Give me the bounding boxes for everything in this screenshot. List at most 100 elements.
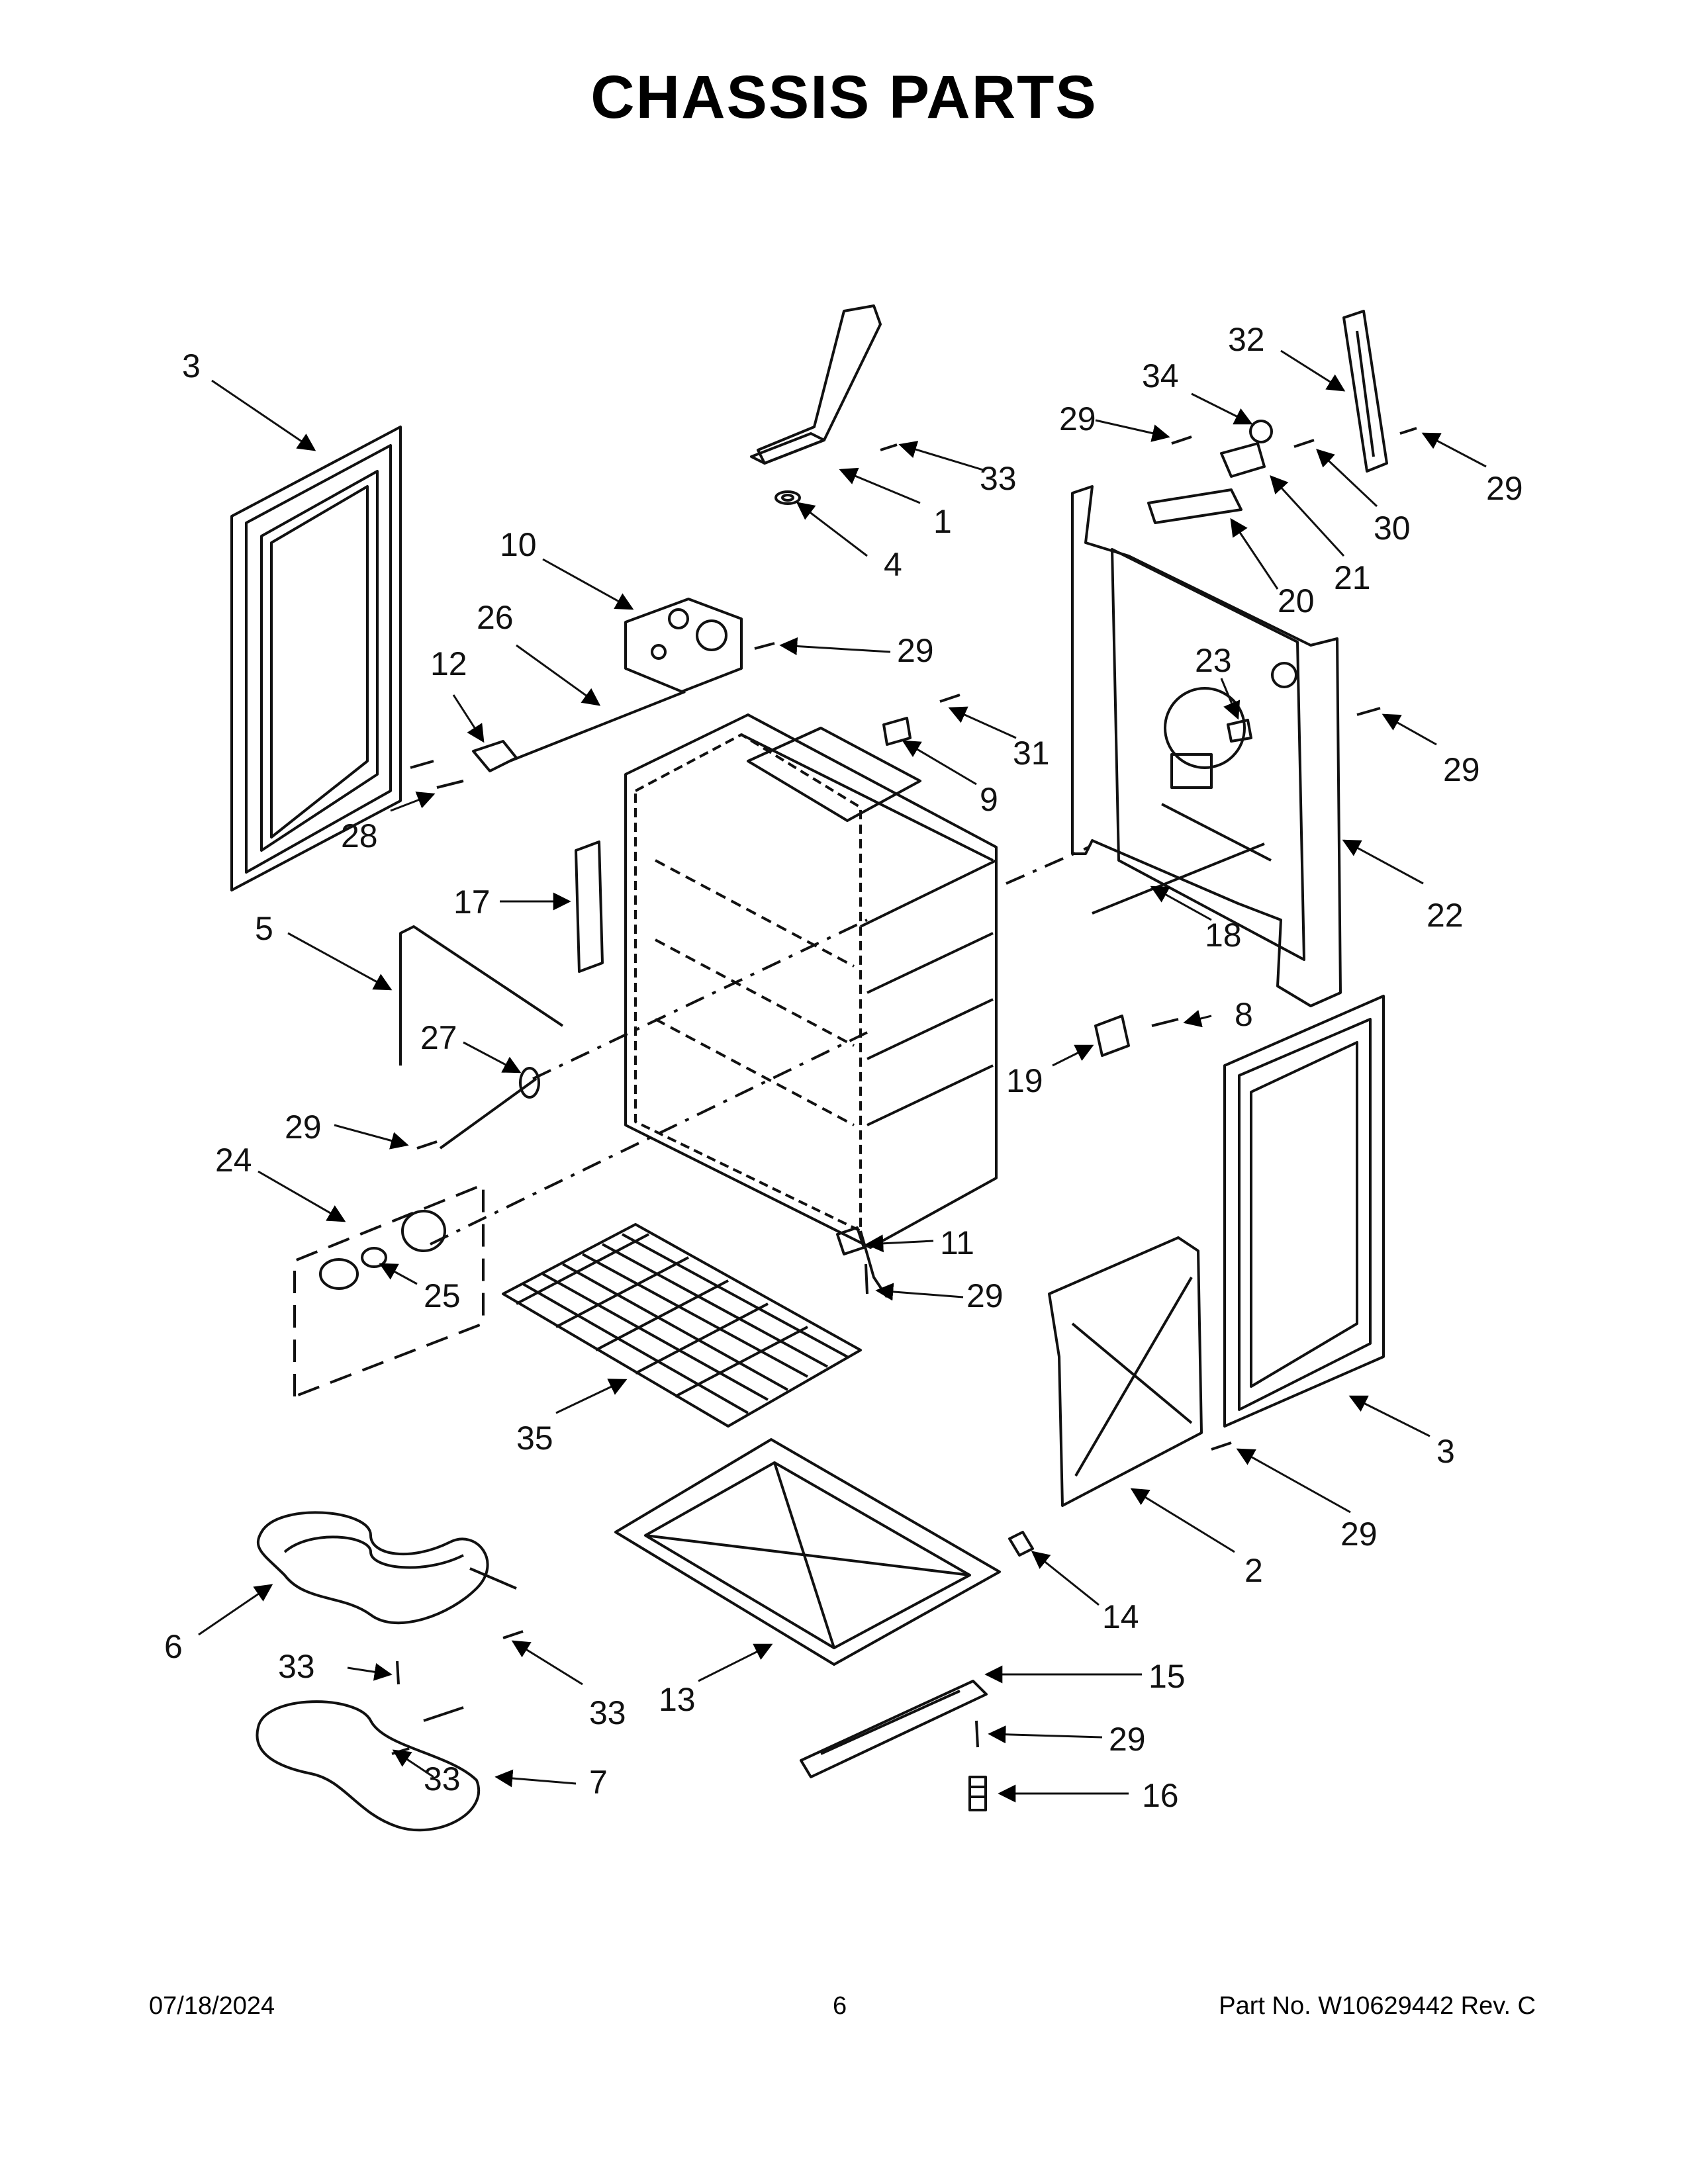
leader-8 <box>1183 1010 1212 1028</box>
back-panel-part <box>1071 485 1342 1007</box>
callout-13: 13 <box>659 1681 696 1718</box>
broil-element-part <box>256 1700 480 1832</box>
leader-29g <box>1236 1448 1351 1514</box>
leader-21 <box>1270 475 1345 557</box>
hinge-bracket-part <box>575 841 604 973</box>
leader-27 <box>463 1041 522 1073</box>
leader-20 <box>1230 518 1279 590</box>
leader-22 <box>1342 839 1424 885</box>
drawer-tray-part <box>614 1438 1001 1666</box>
leader-26 <box>516 644 601 706</box>
callout-25: 25 <box>424 1277 461 1314</box>
callout-33c: 33 <box>589 1694 626 1731</box>
small-brackets <box>882 694 1381 746</box>
leader-13 <box>698 1643 773 1682</box>
page-title: CHASSIS PARTS <box>590 64 1098 131</box>
leader-12 <box>452 694 485 743</box>
callout-21: 21 <box>1334 559 1371 596</box>
callout-6: 6 <box>164 1628 183 1665</box>
rail-and-foot-parts <box>800 1680 988 1811</box>
leader-29a <box>779 637 891 655</box>
leader-29d <box>1382 713 1437 746</box>
callout-10: 10 <box>500 526 537 563</box>
oven-cavity-part <box>624 713 998 1298</box>
clip-part <box>1094 1015 1179 1057</box>
leader-3a <box>211 379 316 451</box>
callout-17: 17 <box>453 884 491 921</box>
callout-34: 34 <box>1142 357 1179 394</box>
callout-27: 27 <box>420 1019 457 1056</box>
side-panel-part <box>1048 1236 1203 1507</box>
leader-5 <box>287 932 393 991</box>
callout-24: 24 <box>215 1142 252 1179</box>
leader-32 <box>1280 349 1346 392</box>
leader-3b <box>1348 1395 1430 1437</box>
knob-housing-part <box>293 1183 485 1398</box>
clip-14-part <box>1008 1531 1034 1557</box>
switch-part <box>836 1226 865 1255</box>
leader-23 <box>1220 678 1241 720</box>
leader-33d <box>392 1749 434 1778</box>
callout-35: 35 <box>516 1420 553 1457</box>
footer-date: 07/18/2024 <box>149 1992 275 2020</box>
leader-33a <box>898 441 984 471</box>
leader-33b <box>347 1662 393 1681</box>
callout-11: 11 <box>940 1224 974 1261</box>
footer-part-number: Part No. W10629442 Rev. C <box>1219 1992 1536 2020</box>
callout-16: 16 <box>1142 1777 1179 1814</box>
callout-3a: 3 <box>182 347 201 385</box>
bent-rod-part <box>399 925 564 1066</box>
callout-7: 7 <box>589 1764 608 1801</box>
callout-20: 20 <box>1278 582 1315 619</box>
leader-33c <box>511 1640 583 1686</box>
callout-22: 22 <box>1427 897 1464 934</box>
callout-32: 32 <box>1228 321 1265 358</box>
leader-14 <box>1031 1551 1100 1606</box>
callout-33a: 33 <box>980 460 1017 497</box>
leader-18 <box>1150 886 1212 921</box>
screw-icons <box>391 427 1417 1755</box>
leader-24 <box>258 1170 346 1222</box>
leader-11 <box>865 1234 934 1253</box>
callout-28: 28 <box>341 817 378 854</box>
leader-6 <box>198 1584 273 1636</box>
callout-1: 1 <box>933 503 952 540</box>
dashed-assembly-lines <box>430 846 1090 1246</box>
selector-shaft-part <box>439 1067 540 1150</box>
callout-8: 8 <box>1235 996 1253 1033</box>
right-frame-part <box>1223 995 1385 1428</box>
callout-14: 14 <box>1102 1598 1139 1635</box>
callout-29c: 29 <box>1486 470 1523 507</box>
callout-2: 2 <box>1244 1552 1263 1589</box>
leader-1 <box>839 467 921 504</box>
callout-29g: 29 <box>1340 1516 1378 1553</box>
callout-12: 12 <box>430 645 467 682</box>
leader-31 <box>948 706 1017 739</box>
callout-33b: 33 <box>278 1648 315 1685</box>
leader-29c <box>1421 432 1487 468</box>
callout-30: 30 <box>1374 510 1411 547</box>
callout-15: 15 <box>1149 1658 1186 1695</box>
callout-5: 5 <box>255 910 273 947</box>
leader-4 <box>796 502 868 557</box>
callout-31: 31 <box>1013 735 1050 772</box>
leader-29b <box>1095 419 1170 442</box>
leader-2 <box>1130 1488 1235 1553</box>
callout-3b: 3 <box>1436 1433 1455 1470</box>
top-right-small-parts <box>1147 310 1388 524</box>
leader-35 <box>555 1379 628 1414</box>
leader-28 <box>390 792 436 812</box>
leader-19 <box>1052 1044 1094 1067</box>
bake-element-part <box>257 1511 517 1625</box>
callout-33d: 33 <box>424 1760 461 1797</box>
leader-30 <box>1316 449 1378 508</box>
footer-page-number: 6 <box>833 1992 847 2020</box>
leader-34 <box>1191 392 1253 425</box>
leader-7 <box>494 1769 577 1788</box>
callout-4: 4 <box>884 546 902 583</box>
latch-assembly-part <box>624 598 775 693</box>
callout-29a: 29 <box>897 632 934 669</box>
leader-25 <box>379 1263 418 1285</box>
callout-29b: 29 <box>1059 400 1096 437</box>
